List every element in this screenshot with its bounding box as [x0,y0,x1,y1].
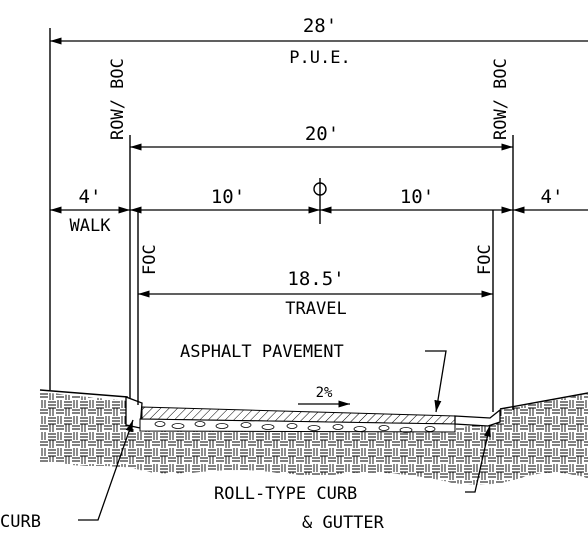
left-curb-leader [78,419,134,521]
dim-28-label: 28' [303,15,337,37]
dim-20-label: 20' [305,123,339,145]
left-curb-label: CURB [0,512,41,532]
dim-lane-right-label: 10' [400,186,434,208]
base-course [139,418,456,433]
walk-label: WALK [70,216,112,236]
right-roll-curb [454,408,501,427]
row-boc-left-label: ROW/ BOC [108,58,128,140]
dim-travel-label: 18.5' [287,268,344,290]
dim-walk-right-label: 4' [541,186,564,208]
aggregate-texture [154,421,436,433]
subgrade-soil [40,392,588,485]
foc-right-label: FOC [475,244,495,275]
dim-walk-left-label: 4' [79,186,102,208]
right-walk-surface [499,392,588,410]
roll-curb-label-2: & GUTTER [302,513,385,533]
row-boc-right-text: ROW/ BOC [491,58,511,140]
asphalt-leader [425,350,447,413]
slope-label: 2% [316,385,333,401]
centerline-icon [313,178,327,196]
dim-lane-left-label: 10' [211,186,245,208]
roll-curb-leader [465,424,491,493]
left-walk-surface [39,389,129,398]
travel-label: TRAVEL [285,299,346,319]
roll-curb-label-1: ROLL-TYPE CURB [214,484,357,504]
foc-left-label: FOC [140,244,160,275]
asphalt-label: ASPHALT PAVEMENT [180,342,344,362]
row-boc-right-label: ROW/ BOC [491,58,511,140]
pue-label: P.U.E. [289,48,350,68]
row-boc-left-text: ROW/ BOC [108,58,128,140]
